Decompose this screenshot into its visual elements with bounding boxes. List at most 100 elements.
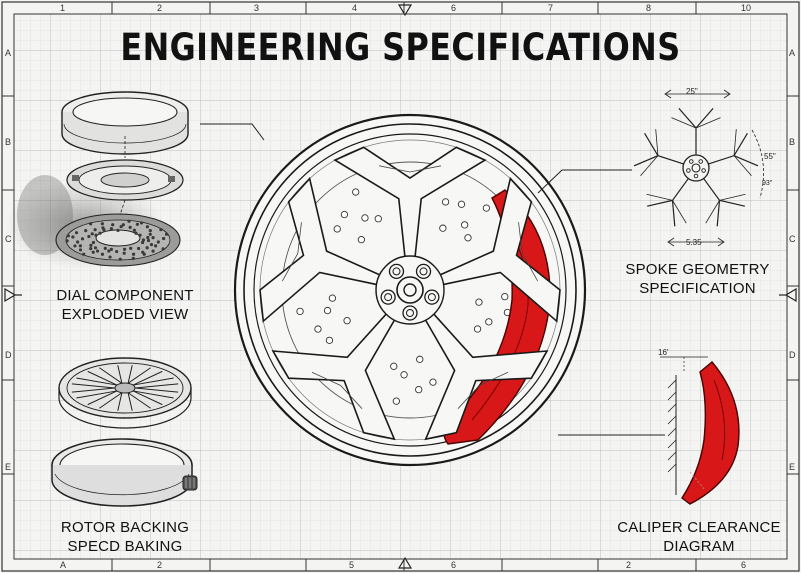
spoke-dim-right-a: 55" bbox=[764, 152, 776, 161]
dial-perforation bbox=[145, 225, 150, 229]
mini-wheel-spoke bbox=[134, 383, 179, 393]
label-line: EXPLODED VIEW bbox=[61, 306, 189, 323]
dial-perforation bbox=[118, 257, 122, 261]
border-label-top: 10 bbox=[741, 3, 752, 13]
rotor-drill-hole bbox=[460, 221, 469, 229]
spoke-icon-branch bbox=[671, 117, 721, 129]
label-line: SPECD BAKING bbox=[67, 538, 183, 555]
dial-component-label: DIAL COMPONENT EXPLODED VIEW bbox=[40, 286, 210, 324]
wheel-assembly bbox=[233, 113, 587, 467]
dial-perforation bbox=[74, 231, 79, 235]
dial-perforation bbox=[89, 247, 93, 251]
rotor-drill-hole bbox=[357, 235, 366, 244]
dial-perforation bbox=[100, 222, 104, 226]
spoke-dim-top: 25" bbox=[686, 87, 698, 96]
dial-perforation bbox=[142, 252, 146, 256]
dial-perforation bbox=[78, 244, 82, 248]
border-label-bottom: 2 bbox=[157, 560, 163, 570]
border-label-top: 8 bbox=[646, 3, 652, 13]
lug-nut bbox=[415, 263, 432, 280]
mini-wheel-spoke bbox=[71, 383, 116, 393]
dial-perforation bbox=[91, 240, 96, 245]
dial-perforation bbox=[65, 239, 69, 243]
dial-perforation bbox=[66, 234, 70, 238]
dial-perforation bbox=[76, 240, 80, 244]
spoke-icon-branch bbox=[733, 129, 752, 177]
spoke-icon-arm bbox=[678, 108, 714, 156]
dial-perforation bbox=[151, 249, 155, 253]
caliper-clearance-label: CALIPER CLEARANCE DIAGRAM bbox=[610, 518, 788, 556]
dial-perforation bbox=[149, 243, 154, 247]
dial-perforation bbox=[107, 249, 111, 253]
label-line: DIAGRAM bbox=[663, 538, 735, 555]
spoke-icon-lug bbox=[701, 168, 706, 173]
dial-perforation bbox=[101, 226, 105, 230]
border-label-bottom: 6 bbox=[451, 560, 457, 570]
rotor-drill-hole bbox=[415, 385, 423, 394]
dial-perforation bbox=[134, 231, 138, 235]
spoke-icon-branch bbox=[640, 129, 659, 177]
dial-perforation bbox=[135, 222, 139, 226]
dial-perforation bbox=[156, 240, 160, 244]
label-line: SPECIFICATION bbox=[639, 280, 756, 297]
dial-perforation bbox=[139, 221, 144, 225]
rotor-drill-hole bbox=[475, 298, 483, 306]
caliper-dim-angle: 16' bbox=[658, 348, 669, 357]
spoke-geometry-label: SPOKE GEOMETRY SPECIFICATION bbox=[610, 260, 785, 298]
rotor-drill-hole bbox=[328, 294, 337, 302]
spoke-edge bbox=[281, 222, 302, 282]
dial-perforation bbox=[89, 222, 93, 226]
dial-perforation bbox=[132, 228, 137, 232]
spoke-edge bbox=[457, 371, 509, 409]
rotor-drill-hole bbox=[361, 214, 369, 222]
wheel-spoke bbox=[333, 146, 487, 262]
dial-perforation bbox=[159, 228, 163, 232]
border-label-right: C bbox=[789, 234, 796, 244]
lug-nut bbox=[402, 305, 418, 321]
border-label-left: B bbox=[5, 137, 12, 147]
mini-wheel-spoke bbox=[76, 390, 118, 406]
border-label-top: 1 bbox=[60, 3, 66, 13]
label-line: DIAL COMPONENT bbox=[56, 287, 194, 304]
border-label-top: 7 bbox=[548, 3, 554, 13]
rotor-drill-hole bbox=[340, 210, 349, 219]
spoke-icon-branch bbox=[646, 193, 687, 224]
dial-perforation bbox=[122, 251, 126, 255]
rotor-drill-hole bbox=[429, 378, 437, 386]
border-label-bottom: 6 bbox=[741, 560, 747, 570]
spoke-icon-lug bbox=[693, 173, 699, 179]
wheel-spoke bbox=[422, 310, 549, 441]
dial-perforation bbox=[128, 225, 132, 229]
rotor-drill-hole bbox=[343, 317, 351, 325]
rotor-drill-hole bbox=[416, 355, 424, 363]
border-label-bottom: 5 bbox=[349, 560, 355, 570]
dial-perforation bbox=[109, 247, 114, 251]
rotor-drill-hole bbox=[333, 225, 341, 233]
dial-perforation bbox=[146, 235, 150, 240]
dial-perforation bbox=[119, 224, 123, 229]
dial-perforation bbox=[100, 252, 105, 256]
mini-wheel-spoke bbox=[132, 370, 174, 386]
dial-perforation bbox=[71, 235, 75, 239]
dial-perforation bbox=[78, 248, 83, 252]
dial-perforation bbox=[94, 233, 98, 237]
dial-perforation bbox=[84, 229, 88, 233]
dial-perforation bbox=[129, 246, 133, 250]
label-line: CALIPER CLEARANCE bbox=[617, 519, 781, 536]
dial-perforation bbox=[138, 233, 142, 237]
dial-perforation bbox=[115, 249, 119, 254]
dial-perforation bbox=[137, 246, 141, 251]
dial-perforation bbox=[131, 256, 135, 260]
rotor-drill-hole bbox=[457, 200, 466, 208]
mini-wheel-spoke bbox=[127, 365, 151, 384]
spoke-icon-lug bbox=[689, 159, 694, 164]
spoke-dim-bottom: 5.35 bbox=[686, 238, 702, 247]
dial-exploded-view bbox=[5, 91, 189, 270]
page-title: ENGINEERING SPECIFICATIONS bbox=[120, 26, 681, 69]
dial-perforation bbox=[109, 227, 113, 231]
mini-wheel-spoke bbox=[99, 365, 123, 384]
dial-perforation bbox=[121, 223, 125, 227]
dial-perforation bbox=[146, 238, 151, 243]
dial-perforation bbox=[80, 237, 85, 241]
spoke-icon-lug bbox=[698, 159, 703, 164]
